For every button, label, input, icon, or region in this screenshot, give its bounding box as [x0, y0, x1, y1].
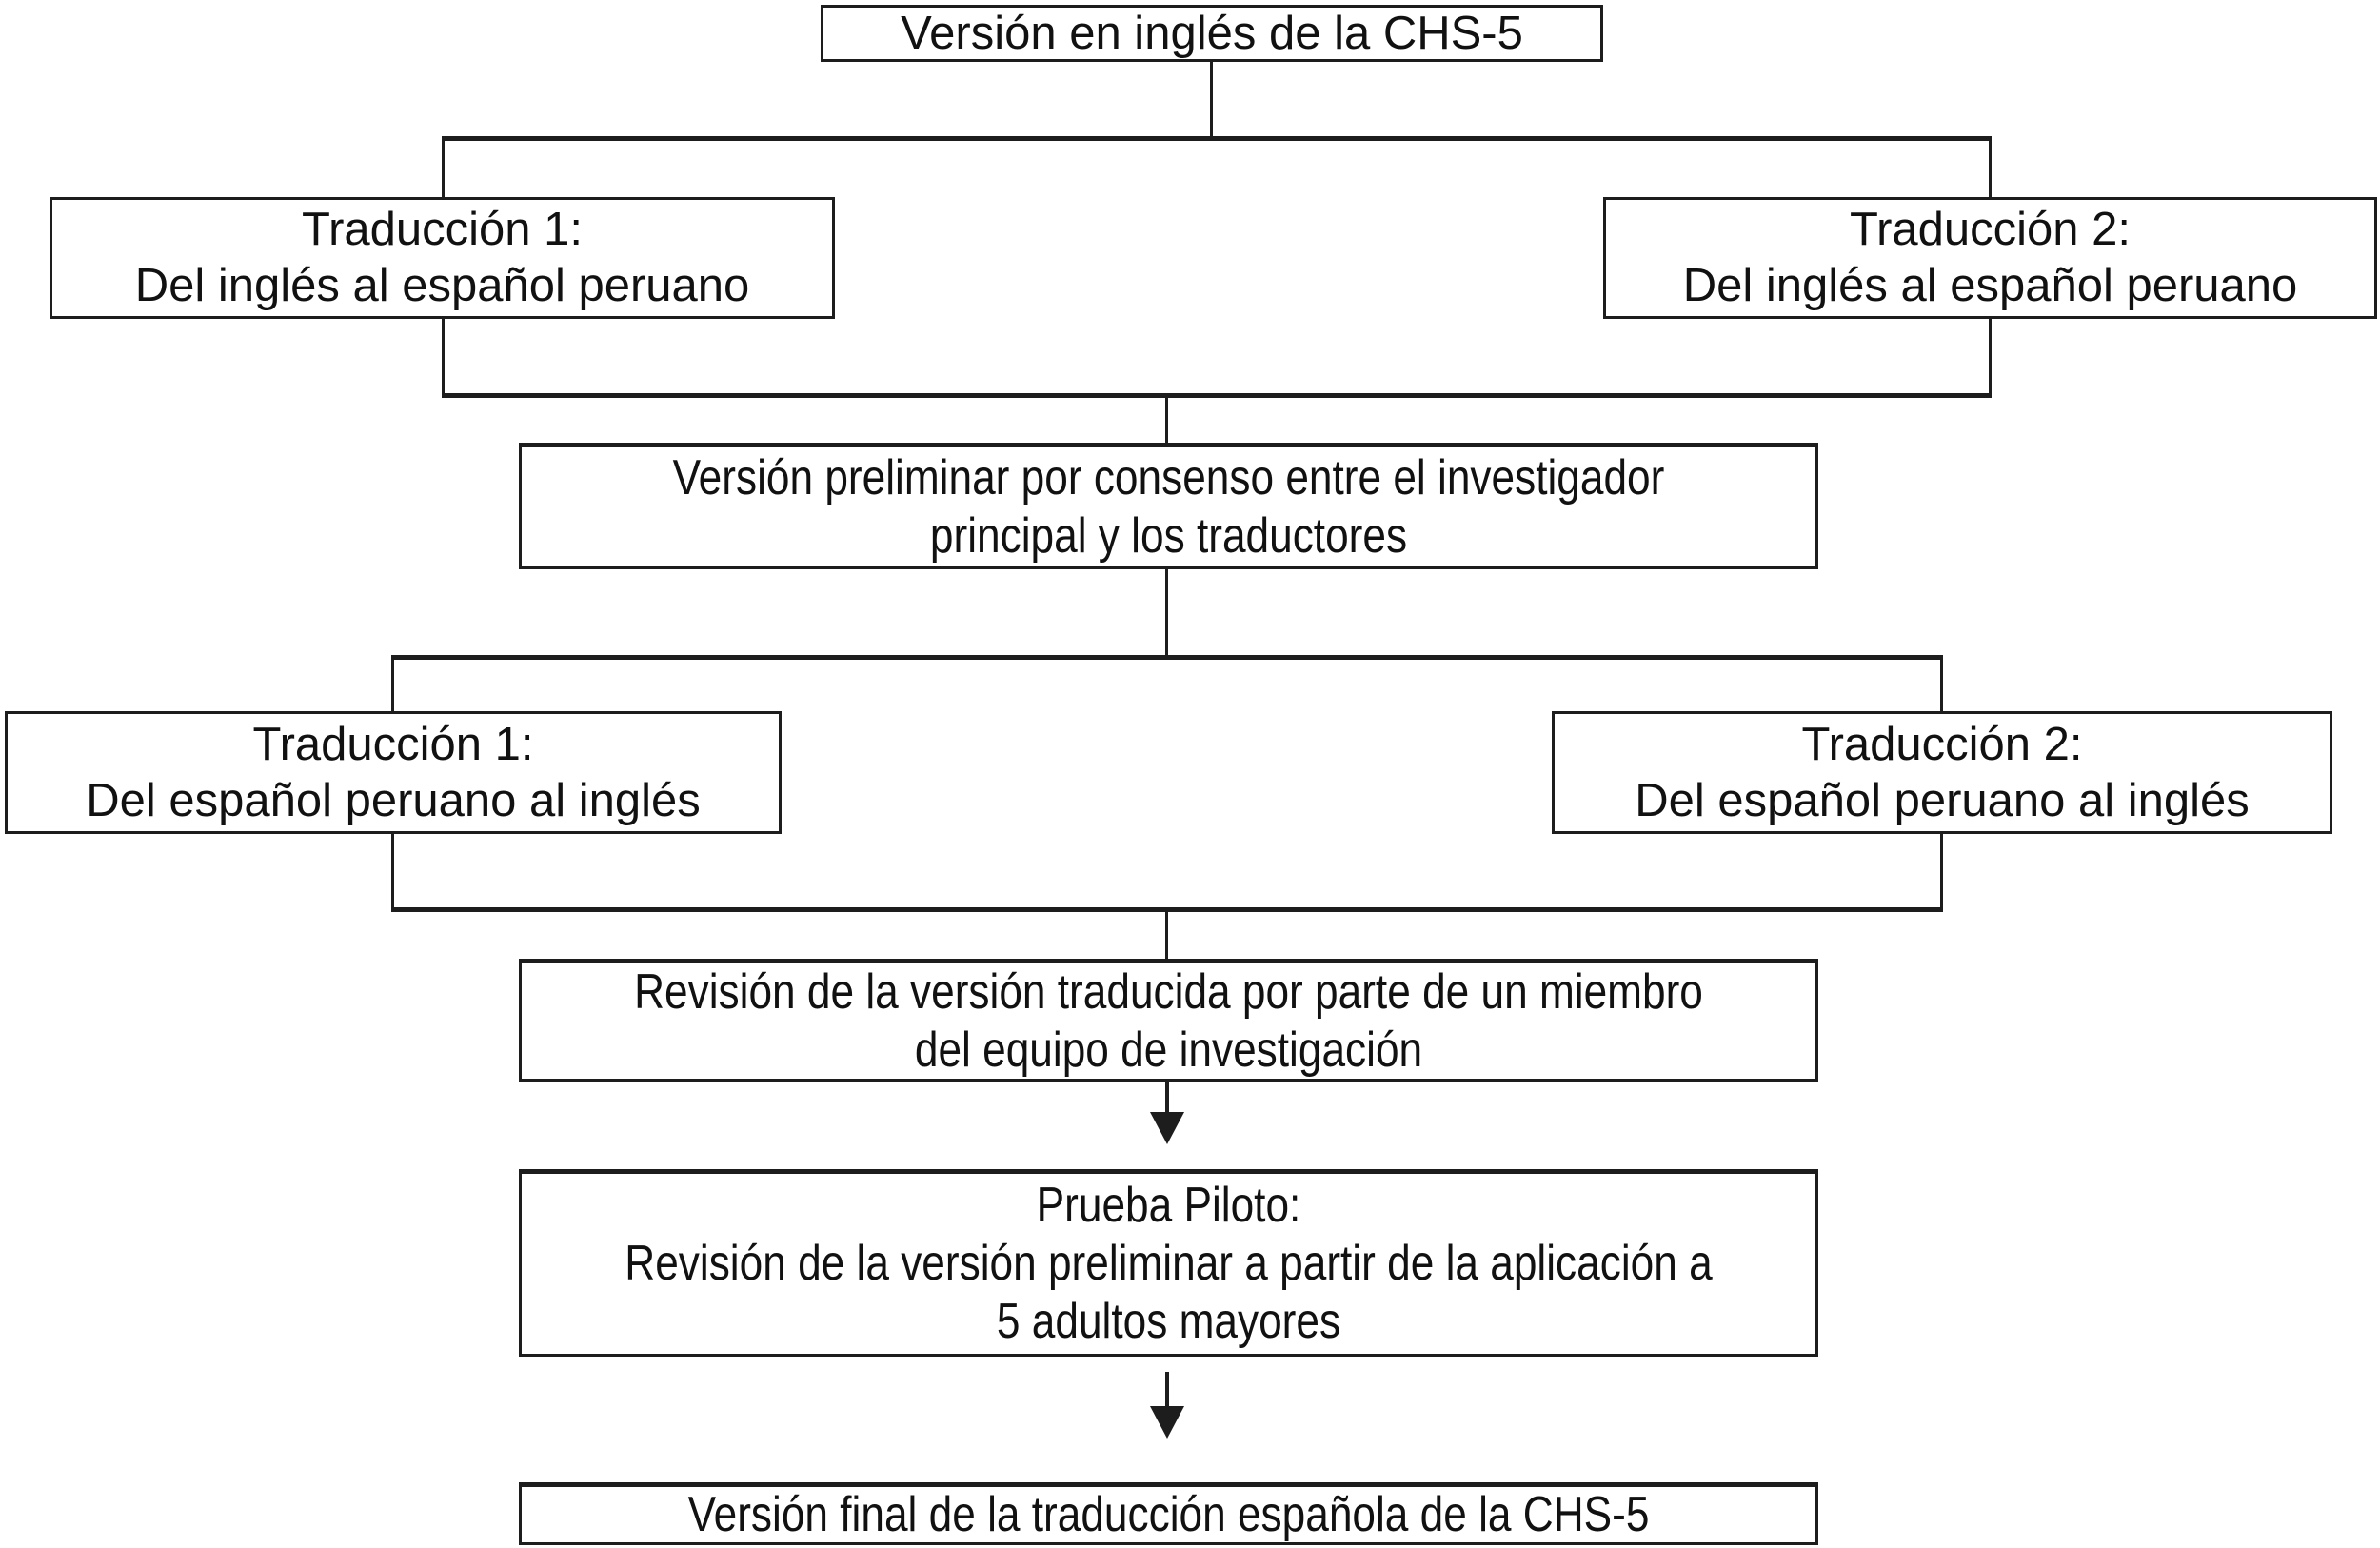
- connector-split2-left-drop: [391, 660, 394, 712]
- connector-merge1-right-drop: [1989, 319, 1992, 395]
- node-team-review-label: Revisión de la versión traducida por par…: [634, 963, 1703, 1078]
- down-arrow-shaft: [1165, 1372, 1169, 1408]
- node-team-review: Revisión de la versión traducida por par…: [519, 959, 1818, 1082]
- connector-split1-stem: [1210, 62, 1213, 138]
- connector-merge1-left-drop: [442, 319, 445, 395]
- node-pilot-test-label: Prueba Piloto: Revisión de la versión pr…: [625, 1178, 1713, 1349]
- connector-split1-crossbar: [442, 136, 1992, 141]
- node-english-version: Versión en inglés de la CHS-5: [821, 5, 1603, 62]
- down-arrow-shaft: [1165, 1082, 1169, 1114]
- connector-merge2-left-drop: [391, 834, 394, 909]
- node-backtranslation1-to-english: Traducción 1: Del español peruano al ing…: [5, 711, 782, 834]
- node-final-version: Versión final de la traducción española …: [519, 1482, 1818, 1545]
- connector-merge1-stem: [1165, 398, 1168, 444]
- connector-split1-right-drop: [1989, 141, 1992, 198]
- node-pilot-test: Prueba Piloto: Revisión de la versión pr…: [519, 1169, 1818, 1357]
- connector-merge1-crossbar: [442, 393, 1992, 398]
- node-backtranslation1-to-english-label: Traducción 1: Del español peruano al ing…: [86, 718, 701, 826]
- node-backtranslation2-to-english-label: Traducción 2: Del español peruano al ing…: [1635, 718, 2250, 826]
- node-translation2-to-spanish: Traducción 2: Del inglés al español peru…: [1603, 197, 2377, 319]
- connector-split1-left-drop: [442, 141, 445, 198]
- node-preliminary-consensus-label: Versión preliminar por consenso entre el…: [672, 449, 1665, 564]
- node-backtranslation2-to-english: Traducción 2: Del español peruano al ing…: [1552, 711, 2332, 834]
- down-arrow-icon: [1150, 1406, 1184, 1439]
- node-translation2-to-spanish-label: Traducción 2: Del inglés al español peru…: [1682, 204, 2298, 311]
- node-translation1-to-spanish: Traducción 1: Del inglés al español peru…: [50, 197, 835, 319]
- connector-split2-right-drop: [1940, 660, 1943, 712]
- node-translation1-to-spanish-label: Traducción 1: Del inglés al español peru…: [134, 204, 750, 311]
- connector-merge2-right-drop: [1940, 834, 1943, 909]
- connector-split2-crossbar: [391, 655, 1943, 660]
- node-final-version-label: Versión final de la traducción española …: [687, 1487, 1650, 1542]
- connector-merge2-stem: [1165, 912, 1168, 960]
- node-english-version-label: Versión en inglés de la CHS-5: [901, 8, 1523, 59]
- connector-split2-stem: [1165, 569, 1168, 657]
- connector-merge2-crossbar: [391, 907, 1943, 912]
- down-arrow-icon: [1150, 1112, 1184, 1144]
- node-preliminary-consensus: Versión preliminar por consenso entre el…: [519, 443, 1818, 569]
